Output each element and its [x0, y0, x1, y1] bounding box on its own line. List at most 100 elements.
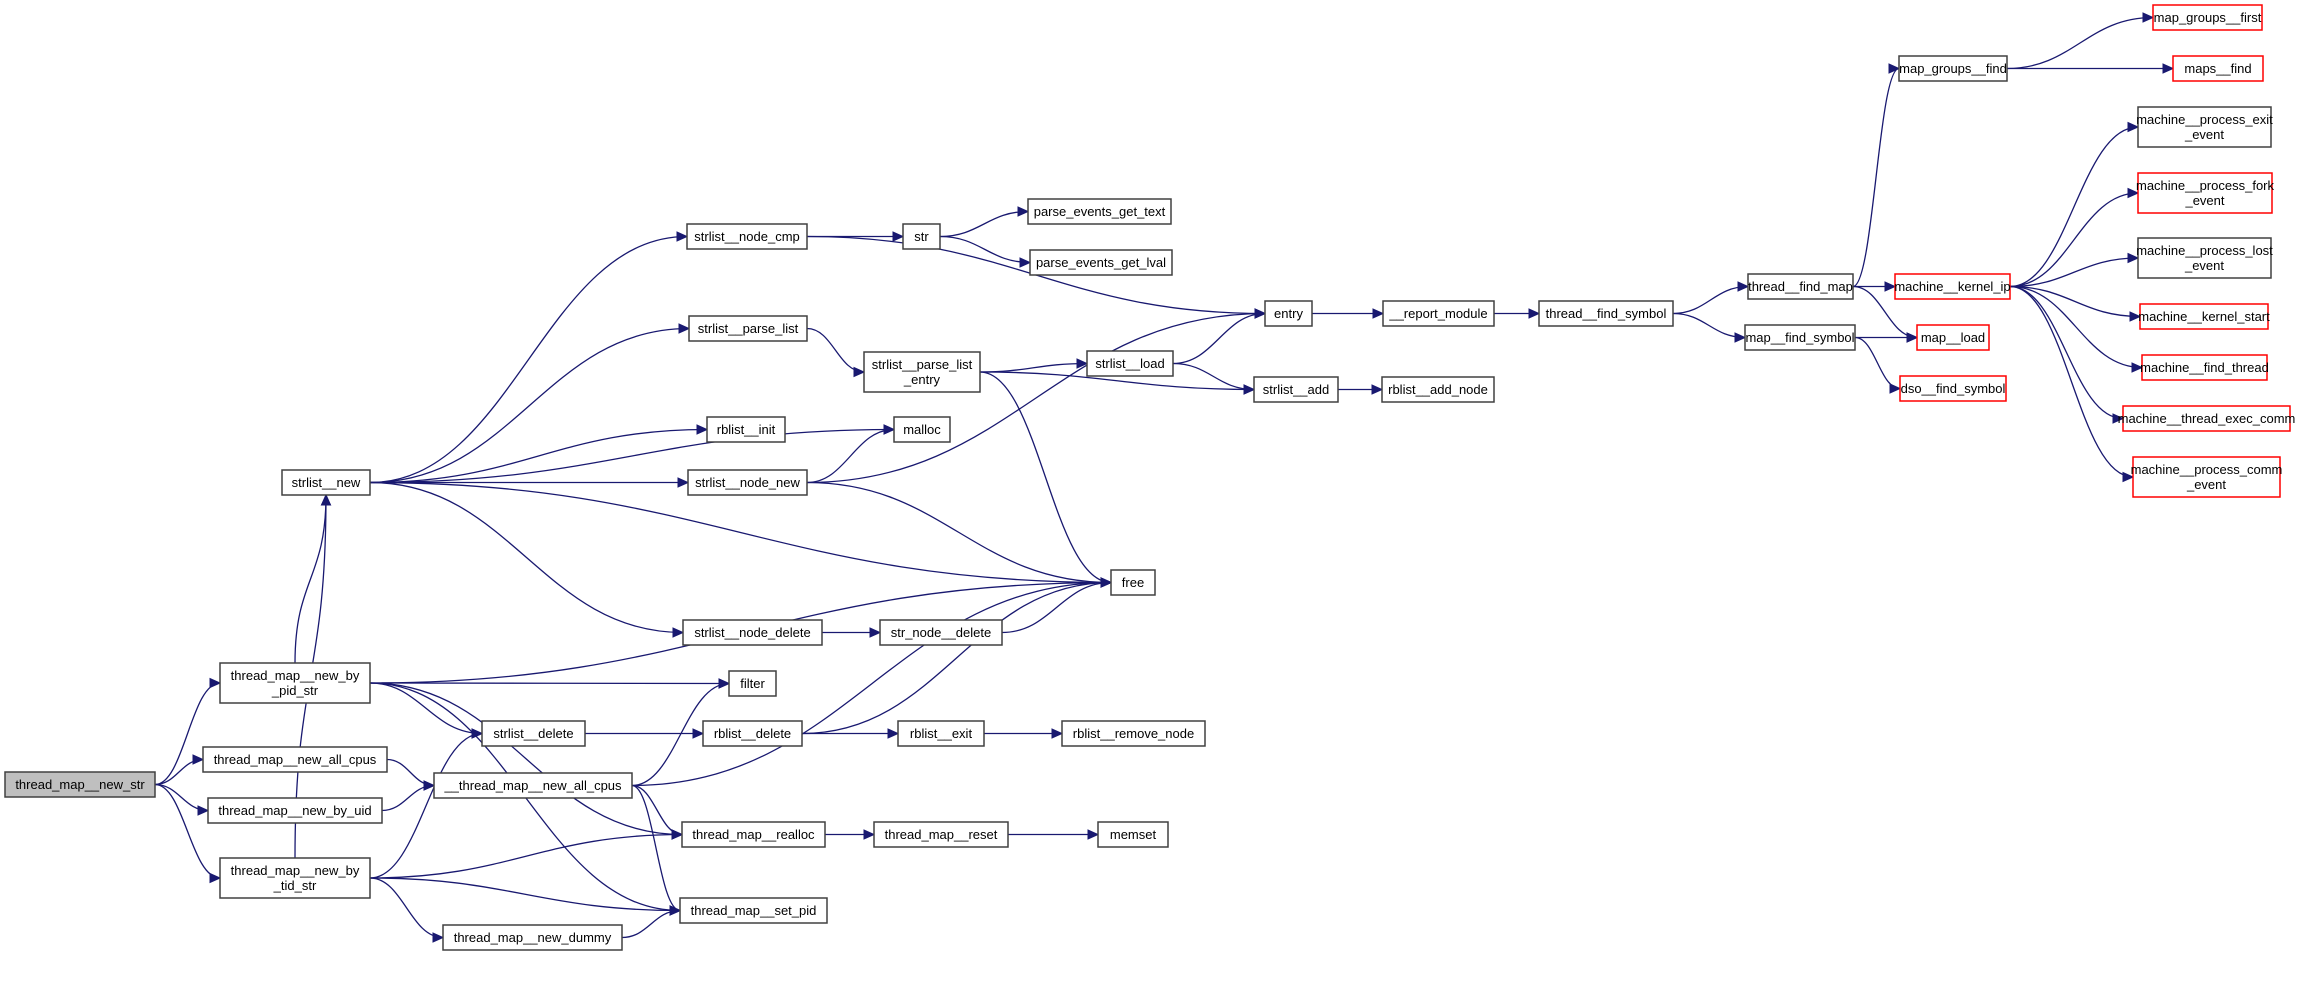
node-box: [679, 897, 828, 924]
node-map-load[interactable]: map__load: [1916, 324, 1990, 351]
node-thread-map-realloc[interactable]: thread_map__realloc: [681, 821, 826, 848]
node-thread-map-new-all-cpus[interactable]: __thread_map__new_all_cpus: [433, 772, 633, 799]
node-thread-find-map[interactable]: thread__find_map: [1747, 273, 1854, 300]
node-rblist-delete[interactable]: rblist__delete: [702, 720, 803, 747]
arrowhead-icon: [432, 932, 445, 943]
node-box: [2132, 456, 2281, 498]
node-map-groups-find[interactable]: map_groups__find: [1898, 55, 2008, 82]
node-label: memset: [1110, 827, 1157, 842]
arrowhead-icon: [692, 728, 705, 739]
node-strlist-parse-list[interactable]: strlist__parse_list: [688, 315, 808, 342]
node-label: map_groups__first: [2154, 10, 2262, 25]
node-box: [1027, 198, 1172, 225]
node-machine-find-thread[interactable]: machine__find_thread: [2140, 354, 2269, 381]
node-entry[interactable]: entry: [1264, 300, 1313, 327]
node-box: [1381, 376, 1495, 403]
node-label: rblist__init: [717, 422, 776, 437]
node-box: [902, 223, 941, 250]
node-map-groups-first[interactable]: map_groups__first: [2152, 4, 2263, 31]
node-label: thread__find_map: [1748, 279, 1853, 294]
edge-strlist-parse-list-entry-to-strlist-add: [979, 371, 1255, 391]
node-strlist-node-new[interactable]: strlist__node_new: [687, 469, 808, 496]
node-box: [681, 821, 826, 848]
node-label: strlist__parse_list: [872, 357, 973, 372]
arrowhead-icon: [1076, 358, 1089, 369]
node-thread-map-new-dummy[interactable]: thread_map__new_dummy: [442, 924, 623, 951]
node-machine-process-fork-event[interactable]: machine__process_fork_event: [2136, 172, 2275, 214]
node-report-module[interactable]: __report_module: [1382, 300, 1495, 327]
arrowhead-icon: [1884, 281, 1897, 292]
node-machine-kernel-ip[interactable]: machine__kernel_ip: [1894, 273, 2011, 300]
node-str-node-delete[interactable]: str_node__delete: [879, 619, 1003, 646]
node-memset[interactable]: memset: [1097, 821, 1169, 848]
edge-thread-map-new-all-cpus-to-thread-map-new-all-cpus: [386, 758, 435, 787]
node-thread-map-new-by-uid[interactable]: thread_map__new_by_uid: [207, 797, 383, 824]
node-dso-find-symbol[interactable]: dso__find_symbol: [1899, 375, 2007, 402]
node-box: [1264, 300, 1313, 327]
node-thread-map-new-by-tid-str[interactable]: thread_map__new_by_tid_str: [219, 857, 371, 899]
node-strlist-node-cmp[interactable]: strlist__node_cmp: [686, 223, 808, 250]
node-thread-find-symbol[interactable]: thread__find_symbol: [1538, 300, 1674, 327]
arrowhead-icon: [853, 366, 866, 378]
node-strlist-load[interactable]: strlist__load: [1086, 350, 1174, 377]
edge-thread-find-symbol-to-map-find-symbol: [1672, 312, 1746, 339]
node-box: [433, 772, 633, 799]
arrowhead-icon: [887, 728, 900, 739]
edge-strlist-load-to-entry: [1172, 312, 1266, 365]
node-malloc[interactable]: malloc: [893, 416, 951, 443]
arrowhead-icon: [2127, 187, 2140, 199]
arrowhead-icon: [2162, 63, 2175, 74]
node-parse-events-get-text[interactable]: parse_events_get_text: [1027, 198, 1172, 225]
node-label: strlist__add: [1263, 382, 1329, 397]
node-rblist-remove-node[interactable]: rblist__remove_node: [1061, 720, 1206, 747]
node-strlist-add[interactable]: strlist__add: [1253, 376, 1339, 403]
node-label: strlist__new: [292, 475, 361, 490]
edge-strlist-node-new-to-entry: [806, 312, 1266, 484]
node-label: _tid_str: [273, 878, 317, 893]
node-rblist-add-node[interactable]: rblist__add_node: [1381, 376, 1495, 403]
node-box: [1110, 569, 1156, 596]
node-label: strlist__node_delete: [694, 625, 810, 640]
node-box: [1898, 55, 2008, 82]
edge-thread-map-new-by-tid-str-to-strlist-delete: [369, 732, 483, 879]
node-label: parse_events_get_lval: [1036, 255, 1166, 270]
node-strlist-delete[interactable]: strlist__delete: [481, 720, 586, 747]
node-box: [1097, 821, 1169, 848]
arrowhead-icon: [209, 872, 222, 884]
node-machine-process-comm-event[interactable]: machine__process_comm_event: [2131, 456, 2283, 498]
arrowhead-icon: [197, 805, 210, 816]
node-thread-map-new-all-cpus[interactable]: thread_map__new_all_cpus: [202, 746, 388, 773]
node-str[interactable]: str: [902, 223, 941, 250]
edge-thread-map-new-by-tid-str-to-thread-map-realloc: [369, 833, 683, 879]
node-label: __thread_map__new_all_cpus: [443, 778, 622, 793]
node-filter[interactable]: filter: [728, 670, 777, 697]
edge-thread-find-map-to-map-groups-find: [1852, 67, 1900, 288]
arrowhead-icon: [1254, 308, 1267, 319]
node-thread-map-new-str[interactable]: thread_map__new_str: [4, 771, 156, 798]
node-machine-kernel-start[interactable]: machine__kernel_start: [2138, 303, 2270, 330]
node-label: thread_map__new_by: [231, 863, 360, 878]
arrowhead-icon: [1734, 332, 1747, 343]
edge-thread-map-new-by-pid-str-to-strlist-delete: [369, 682, 483, 735]
edge-map-groups-find-to-map-groups-first: [2006, 16, 2154, 70]
node-thread-map-new-by-pid-str[interactable]: thread_map__new_by_pid_str: [219, 662, 371, 704]
node-strlist-parse-list-entry[interactable]: strlist__parse_list_entry: [863, 351, 981, 393]
node-parse-events-get-lval[interactable]: parse_events_get_lval: [1029, 249, 1173, 276]
node-thread-map-reset[interactable]: thread_map__reset: [873, 821, 1009, 848]
node-machine-process-exit-event[interactable]: machine__process_exit_event: [2136, 106, 2273, 148]
node-strlist-new[interactable]: strlist__new: [281, 469, 371, 496]
node-rblist-exit[interactable]: rblist__exit: [897, 720, 985, 747]
node-thread-map-set-pid[interactable]: thread_map__set_pid: [679, 897, 828, 924]
node-machine-process-lost-event[interactable]: machine__process_lost_event: [2136, 237, 2273, 279]
edge-strlist-new-to-strlist-node-delete: [369, 481, 684, 634]
node-map-find-symbol[interactable]: map__find_symbol: [1744, 324, 1856, 351]
arrowhead-icon: [677, 477, 690, 488]
node-label: str_node__delete: [891, 625, 991, 640]
node-maps-find[interactable]: maps__find: [2172, 55, 2264, 82]
node-strlist-node-delete[interactable]: strlist__node_delete: [682, 619, 823, 646]
node-rblist-init[interactable]: rblist__init: [706, 416, 786, 443]
node-machine-thread-exec-comm[interactable]: machine__thread_exec_comm: [2118, 405, 2296, 432]
node-label: rblist__add_node: [1388, 382, 1488, 397]
node-free[interactable]: free: [1110, 569, 1156, 596]
